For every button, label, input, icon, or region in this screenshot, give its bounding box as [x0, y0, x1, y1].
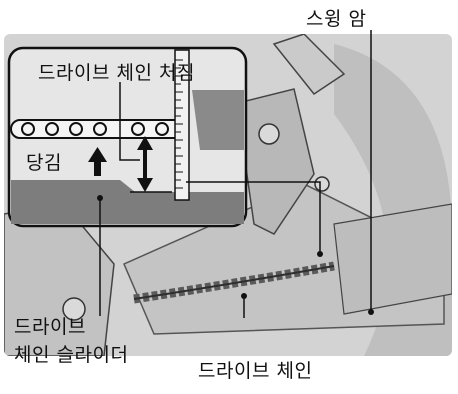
frame-bolt: [62, 297, 86, 321]
drive-chain-outline: [133, 265, 335, 300]
bracket-bolt: [258, 123, 280, 145]
swing-arm-label: 스윙 암: [306, 8, 367, 30]
pull-label: 당김: [26, 152, 62, 174]
upper-strut: [272, 34, 346, 96]
chain-slack-label: 드라이브 체인 처짐: [38, 62, 195, 84]
drive-chain-label: 드라이브 체인: [198, 360, 313, 382]
chain-slider-label-line2: 체인 슬라이더: [14, 344, 129, 366]
chain-slider-label-line1: 드라이브: [14, 316, 86, 338]
pivot-bolt: [314, 176, 330, 192]
chain-cover: [333, 203, 452, 315]
